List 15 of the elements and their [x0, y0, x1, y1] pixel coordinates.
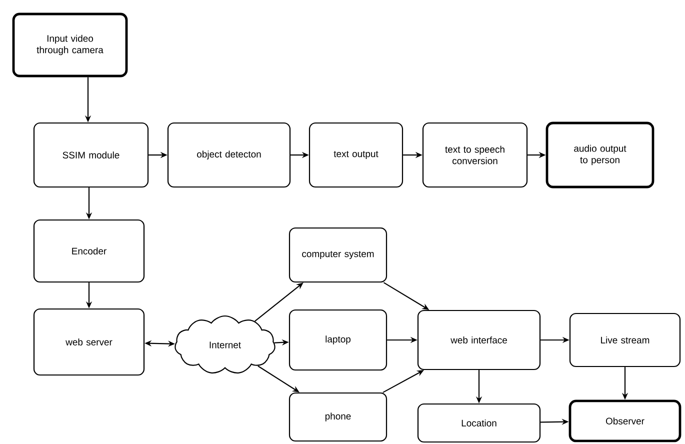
process-box: computer system: [288, 227, 388, 283]
process-box: web server: [33, 308, 145, 376]
process-box: Location: [417, 403, 541, 443]
process-box: web interface: [417, 310, 541, 370]
process-box: object detecton: [167, 122, 291, 188]
process-box: text to speech conversion: [422, 122, 528, 188]
process-box: laptop: [288, 309, 388, 371]
process-box: Input video through camera: [12, 12, 128, 78]
process-box: audio output to person: [546, 122, 654, 188]
process-box: Observer: [568, 400, 682, 442]
process-box: text output: [308, 122, 404, 188]
process-box: Encoder: [33, 219, 145, 283]
process-box: Live stream: [569, 312, 681, 368]
process-box: SSIM module: [33, 122, 149, 188]
process-box: phone: [288, 392, 388, 442]
